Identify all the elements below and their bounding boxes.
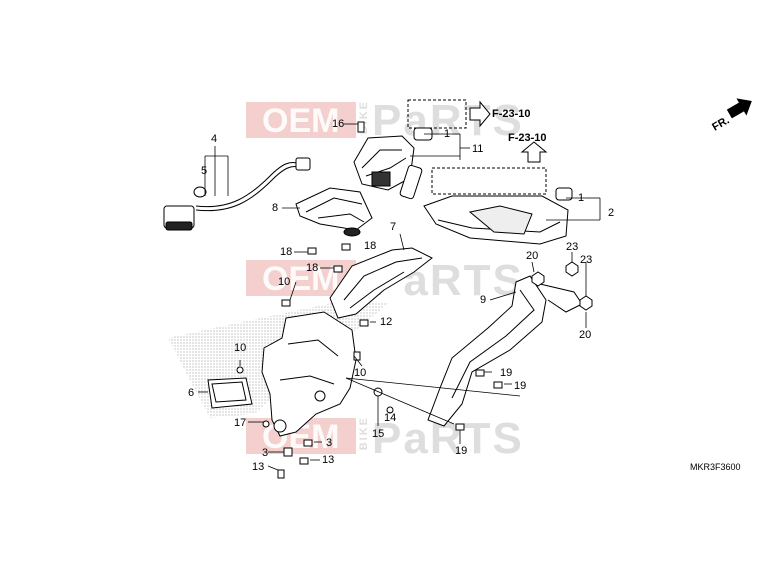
- callout-19[interactable]: 19: [455, 445, 468, 457]
- harness-part: [163, 157, 311, 231]
- fastener-icons: [236, 121, 593, 479]
- callout-8[interactable]: 8: [272, 202, 279, 214]
- callout-6[interactable]: 6: [188, 387, 195, 399]
- callout-9[interactable]: 9: [480, 294, 487, 306]
- callout-10[interactable]: 10: [278, 276, 291, 288]
- callout-14[interactable]: 14: [384, 412, 397, 424]
- leader-lines: [198, 123, 601, 471]
- callout-20[interactable]: 20: [526, 250, 539, 262]
- ref-label-a[interactable]: F-23-10: [492, 108, 531, 120]
- callout-18[interactable]: 18: [364, 240, 377, 252]
- ref-arrow-b-icon: [520, 141, 548, 163]
- taillight-part: [423, 187, 573, 245]
- callout-1[interactable]: 1: [578, 192, 585, 204]
- callout-10[interactable]: 10: [234, 342, 247, 354]
- callout-23[interactable]: 23: [580, 254, 593, 266]
- ref-label-b[interactable]: F-23-10: [508, 132, 547, 144]
- inner-fender-part: [329, 247, 433, 319]
- callout-13[interactable]: 13: [322, 454, 335, 466]
- front-arrow-icon: [726, 98, 752, 119]
- callout-4[interactable]: 4: [211, 133, 218, 145]
- diagram-code: MKR3F3600: [690, 462, 741, 472]
- watermark-oem: OEM: [262, 260, 340, 298]
- callout-18[interactable]: 18: [280, 246, 293, 258]
- ref-arrow-a-icon: [469, 100, 491, 128]
- callout-12[interactable]: 12: [380, 316, 393, 328]
- callout-11[interactable]: 11: [472, 143, 484, 155]
- callout-20[interactable]: 20: [579, 329, 592, 341]
- callout-2[interactable]: 2: [608, 207, 615, 219]
- callout-23[interactable]: 23: [566, 241, 579, 253]
- watermark-box: [246, 102, 356, 138]
- callout-10[interactable]: 10: [354, 367, 367, 379]
- callout-3[interactable]: 3: [326, 437, 333, 449]
- callout-18[interactable]: 18: [306, 262, 319, 274]
- callout-16[interactable]: 16: [332, 118, 345, 130]
- callout-13[interactable]: 13: [252, 461, 265, 473]
- callout-5[interactable]: 5: [201, 165, 208, 177]
- callout-15[interactable]: 15: [372, 428, 385, 440]
- cover-part: [295, 187, 373, 237]
- ref-box-a: [407, 99, 467, 129]
- callout-7[interactable]: 7: [390, 221, 397, 233]
- watermark-oem: OEM: [262, 102, 340, 140]
- callout-1[interactable]: 1: [444, 128, 451, 140]
- callout-3[interactable]: 3: [262, 447, 269, 459]
- callout-19[interactable]: 19: [500, 367, 513, 379]
- lamp-unit-part: [353, 127, 433, 200]
- license-bracket-part: [207, 311, 357, 437]
- callout-17[interactable]: 17: [234, 417, 247, 429]
- callout-19[interactable]: 19: [514, 380, 527, 392]
- ref-box-b: [431, 167, 547, 195]
- side-stay-part: [427, 275, 583, 427]
